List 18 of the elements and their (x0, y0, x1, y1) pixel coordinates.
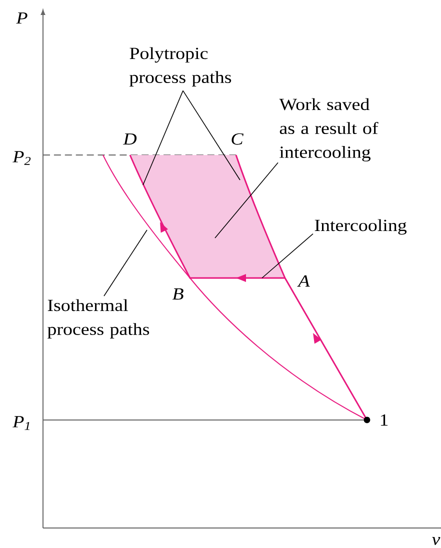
leader-line (104, 230, 148, 296)
axis-label: A (297, 275, 310, 287)
annotation-text: Isothermal process paths (48, 299, 150, 338)
axis-label: D (122, 133, 137, 145)
annotation-text: Polytropic process paths (130, 47, 232, 86)
leader-line (214, 162, 278, 238)
axis-label: v (432, 537, 440, 545)
axis-label: 1 (380, 414, 388, 426)
axis-label: B (172, 288, 184, 300)
annotation-text: Work saved as a result of intercooling (279, 98, 378, 162)
leader-line (142, 90, 184, 186)
leader-line (262, 233, 314, 278)
axis-label: P$_{1}$ (12, 416, 30, 430)
axis-label: P$_{2}$ (12, 151, 31, 165)
annotation-text: Intercooling (314, 219, 407, 235)
leader-line (182, 90, 240, 180)
axis-label: P (16, 12, 28, 24)
axis-label: C (232, 133, 244, 145)
